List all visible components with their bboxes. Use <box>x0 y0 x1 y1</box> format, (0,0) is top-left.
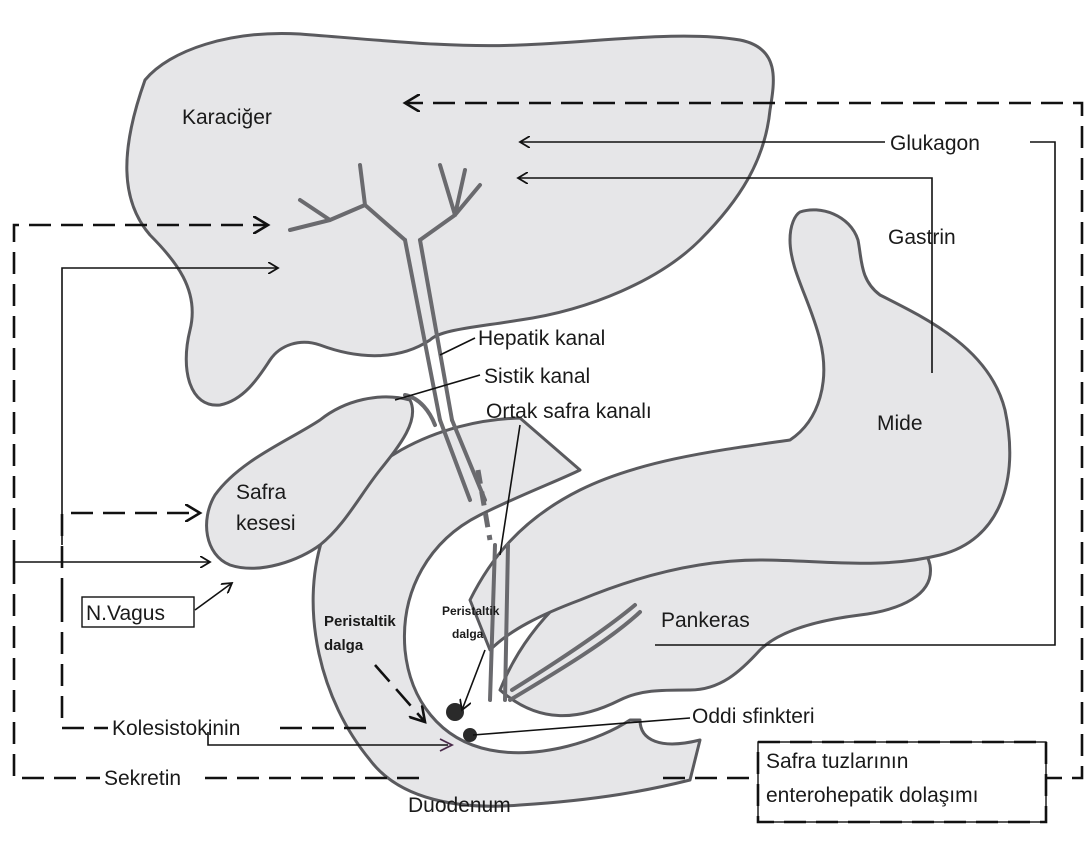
oddi-leader <box>473 718 690 735</box>
label-liver: Karaciğer <box>182 106 272 129</box>
label-enterohepatic-1: Safra tuzlarının <box>766 750 908 773</box>
label-common-bile-duct: Ortak safra kanalı <box>486 400 652 423</box>
label-peristaltic-right-1: Peristaltik <box>442 604 500 618</box>
label-stomach: Mide <box>877 412 923 435</box>
vagus-label-arrow <box>195 583 232 610</box>
label-gallbladder-1: Safra <box>236 481 287 504</box>
ampulla-dot <box>446 703 464 721</box>
label-enterohepatic-2: enterohepatik dolaşımı <box>766 784 978 807</box>
label-glukagon: Glukagon <box>890 132 980 155</box>
label-duodenum: Duodenum <box>408 794 511 817</box>
label-hepatic-duct: Hepatik kanal <box>478 327 605 350</box>
label-gallbladder-2: kesesi <box>236 512 296 535</box>
label-gastrin: Gastrin <box>888 226 956 249</box>
label-peristaltic-right-2: dalga <box>452 627 484 641</box>
kolesistokinin-arrow <box>62 513 200 600</box>
label-sekretin: Sekretin <box>104 767 181 790</box>
label-peristaltic-left-1: Peristaltik <box>324 613 396 630</box>
label-pancreas: Pankeras <box>661 609 750 632</box>
label-cystic-duct: Sistik kanal <box>484 365 590 388</box>
label-vagus: N.Vagus <box>86 602 165 625</box>
label-oddi: Oddi sfinkteri <box>692 705 815 728</box>
cystic-duct-leader <box>395 375 480 400</box>
label-peristaltic-left-2: dalga <box>324 637 364 654</box>
peristaltic-right-arrow <box>462 650 485 710</box>
sekretin-line <box>14 562 100 778</box>
hepatic-duct-leader <box>440 338 475 355</box>
label-kolesistokinin: Kolesistokinin <box>112 717 240 740</box>
